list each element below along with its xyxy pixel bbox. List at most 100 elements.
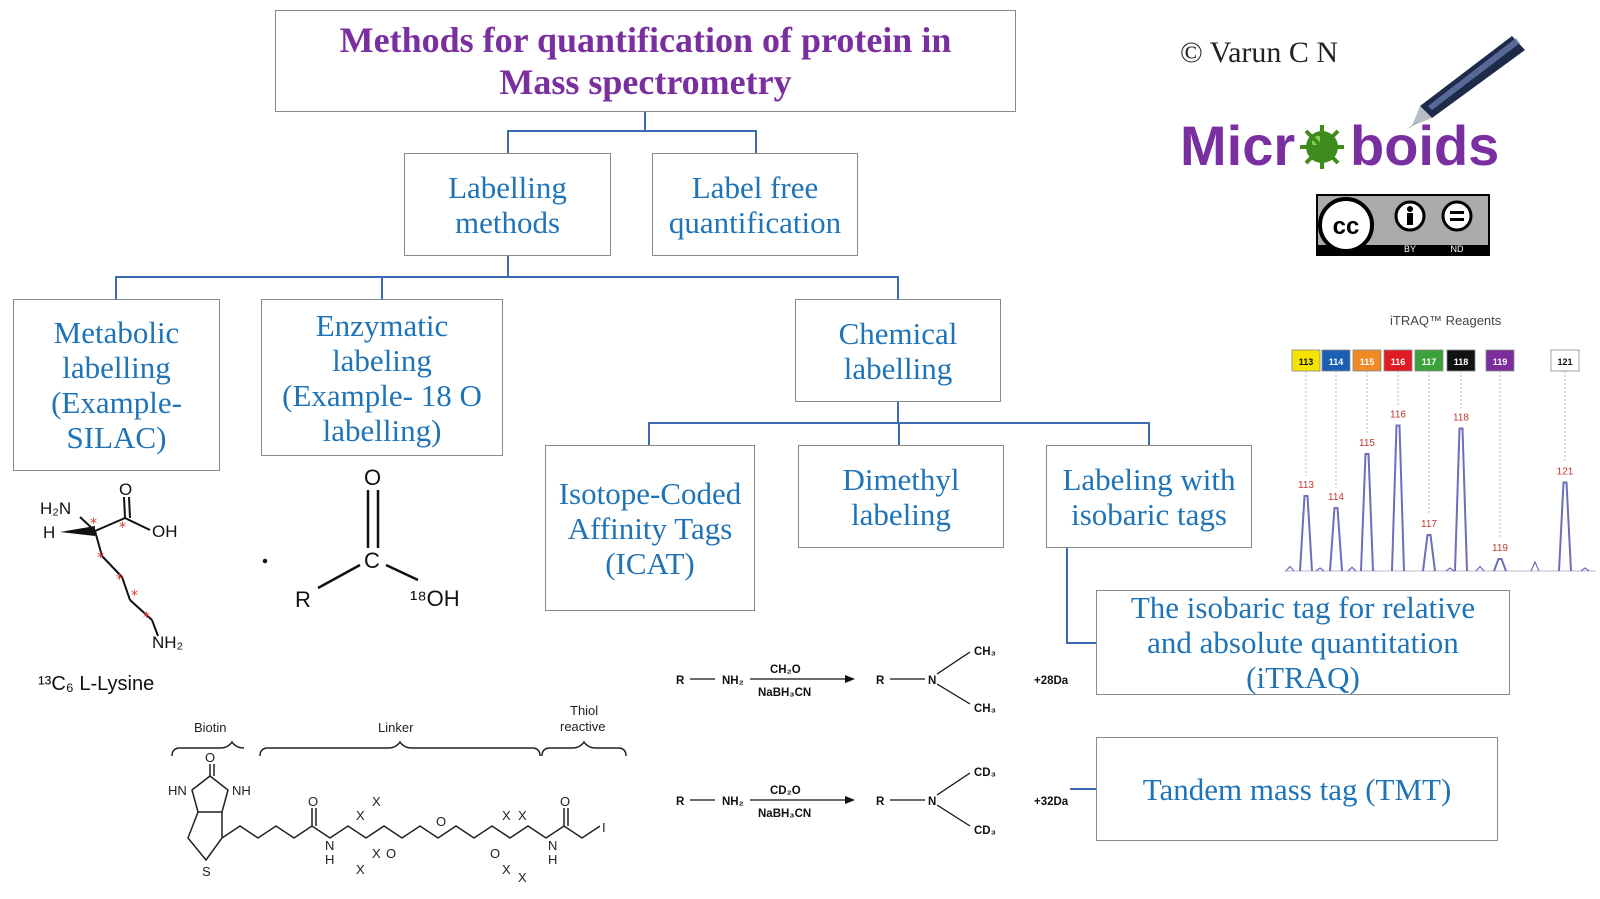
reaction2-n: N [928,796,936,808]
connector [507,130,509,153]
icat-nh: NH [232,783,251,798]
lysine-oh: OH [152,522,178,541]
node-isobaric: Labeling with isobaric tags [1046,445,1252,548]
nd-text: ND [1451,244,1464,254]
icat-x: X [502,862,511,877]
reaction2-nh2: NH₂ [722,796,744,808]
lysine-nh2: NH₂ [152,633,183,652]
cc-license-badge: cc BY ND [1316,194,1490,256]
reaction1-reagent: CH₂O [770,664,801,676]
reaction2-r: R [676,796,685,808]
connector [898,422,900,445]
node-enzymatic-text: Enzymatic labeling (Example- 18 O labell… [282,307,482,448]
reagent-label: 113 [1299,357,1314,367]
carboxyl-c: C [364,548,380,573]
reagent-box [1485,349,1515,372]
spectrum-peak [1299,495,1313,572]
reaction2-me-bottom: CD₃ [974,825,996,837]
icat-x: X [518,870,527,885]
connector [644,112,646,131]
connector [648,422,650,445]
noise-peak [1445,567,1455,572]
spectrum-peak [1360,453,1374,572]
spectrum-peak [1329,507,1343,572]
node-itraq: The isobaric tag for relative and absolu… [1096,590,1510,695]
lysine-caption: ¹³C₆ L-Lysine [38,673,154,695]
peak-label: 114 [1328,492,1344,503]
icat-h: H [325,852,334,867]
reagent-label: 121 [1557,357,1572,367]
icat-o: O [308,794,318,809]
icat-n: N [325,838,334,853]
reaction2-reagent: CD₂O [770,785,801,797]
reagent-box [1321,349,1351,372]
noise-peak [1580,567,1590,572]
connector [507,130,756,132]
connector [381,276,383,299]
icat-x: X [356,862,365,877]
connector [1066,548,1068,643]
label-asterisk-icon: * [116,572,123,588]
connector [115,276,899,278]
node-icat: Isotope-Coded Affinity Tags (ICAT) [545,445,755,611]
node-label-free: Label free quantification [652,153,858,256]
node-tmt-text: Tandem mass tag (TMT) [1142,771,1452,807]
pen-icon [1406,36,1525,130]
reaction1-reductant: NaBH₃CN [758,687,811,699]
carboxyl-o: O [364,465,381,490]
reagent-label: 114 [1329,357,1344,367]
label-asterisk-icon: * [119,520,126,536]
reagent-box [1446,349,1476,372]
reagent-label: 115 [1360,357,1375,367]
node-isobaric-text: Labeling with isobaric tags [1062,461,1236,532]
reaction1-mass: +28Da [1034,675,1069,687]
logo-text-left: Micr [1180,114,1295,177]
peak-label: 113 [1298,480,1314,491]
node-icat-text: Isotope-Coded Affinity Tags (ICAT) [558,475,742,581]
icat-h: H [548,852,557,867]
peak-label: 117 [1421,519,1437,530]
spectrum-peak [1422,534,1436,572]
reagent-label: 119 [1493,357,1508,367]
icat-thiol-label: reactive [560,719,606,734]
label-asterisk-icon: * [143,610,150,626]
reaction1-me-top: CH₃ [974,646,996,658]
lysine-o: O [119,480,132,499]
connector [115,276,117,299]
noise-peak [1285,565,1295,572]
node-enzymatic: Enzymatic labeling (Example- 18 O labell… [261,299,503,456]
copyright-text: © Varun C N [1180,36,1339,69]
node-metabolic-text: Metabolic labelling (Example- SILAC) [51,315,182,455]
reagent-box [1291,349,1321,372]
node-dimethyl: Dimethyl labeling [798,445,1004,548]
icat-x: X [518,808,527,823]
icat-s: S [202,864,211,879]
icat-o: O [490,846,500,861]
carboxyl-r: R [295,587,311,612]
icat-biotin-label: Biotin [194,720,227,735]
connector [507,256,509,277]
spectrum-peak [1493,558,1507,572]
virus-icon [1300,125,1344,169]
reaction1-n: N [928,675,936,687]
connector [755,130,757,153]
node-metabolic: Metabolic labelling (Example- SILAC) [13,299,220,471]
lysine-h: H [43,523,55,542]
icat-thiol-label: Thiol [570,703,598,718]
node-labelling-methods: Labelling methods [404,153,611,256]
noise-peak [1475,565,1485,572]
peak-label: 121 [1557,467,1574,478]
reagent-box [1383,349,1413,372]
node-chemical-text: Chemical labelling [838,315,958,386]
node-itraq-text: The isobaric tag for relative and absolu… [1130,590,1476,695]
icat-x: X [372,846,381,861]
peak-label: 116 [1390,410,1406,421]
connector [1148,422,1150,445]
node-chemical: Chemical labelling [795,299,1001,402]
icat-o: O [205,750,215,765]
connector [897,402,899,423]
peak-label: 118 [1453,413,1469,424]
icat-n: N [548,838,557,853]
reaction1-nh2: NH₂ [722,675,744,687]
icat-o: O [560,794,570,809]
